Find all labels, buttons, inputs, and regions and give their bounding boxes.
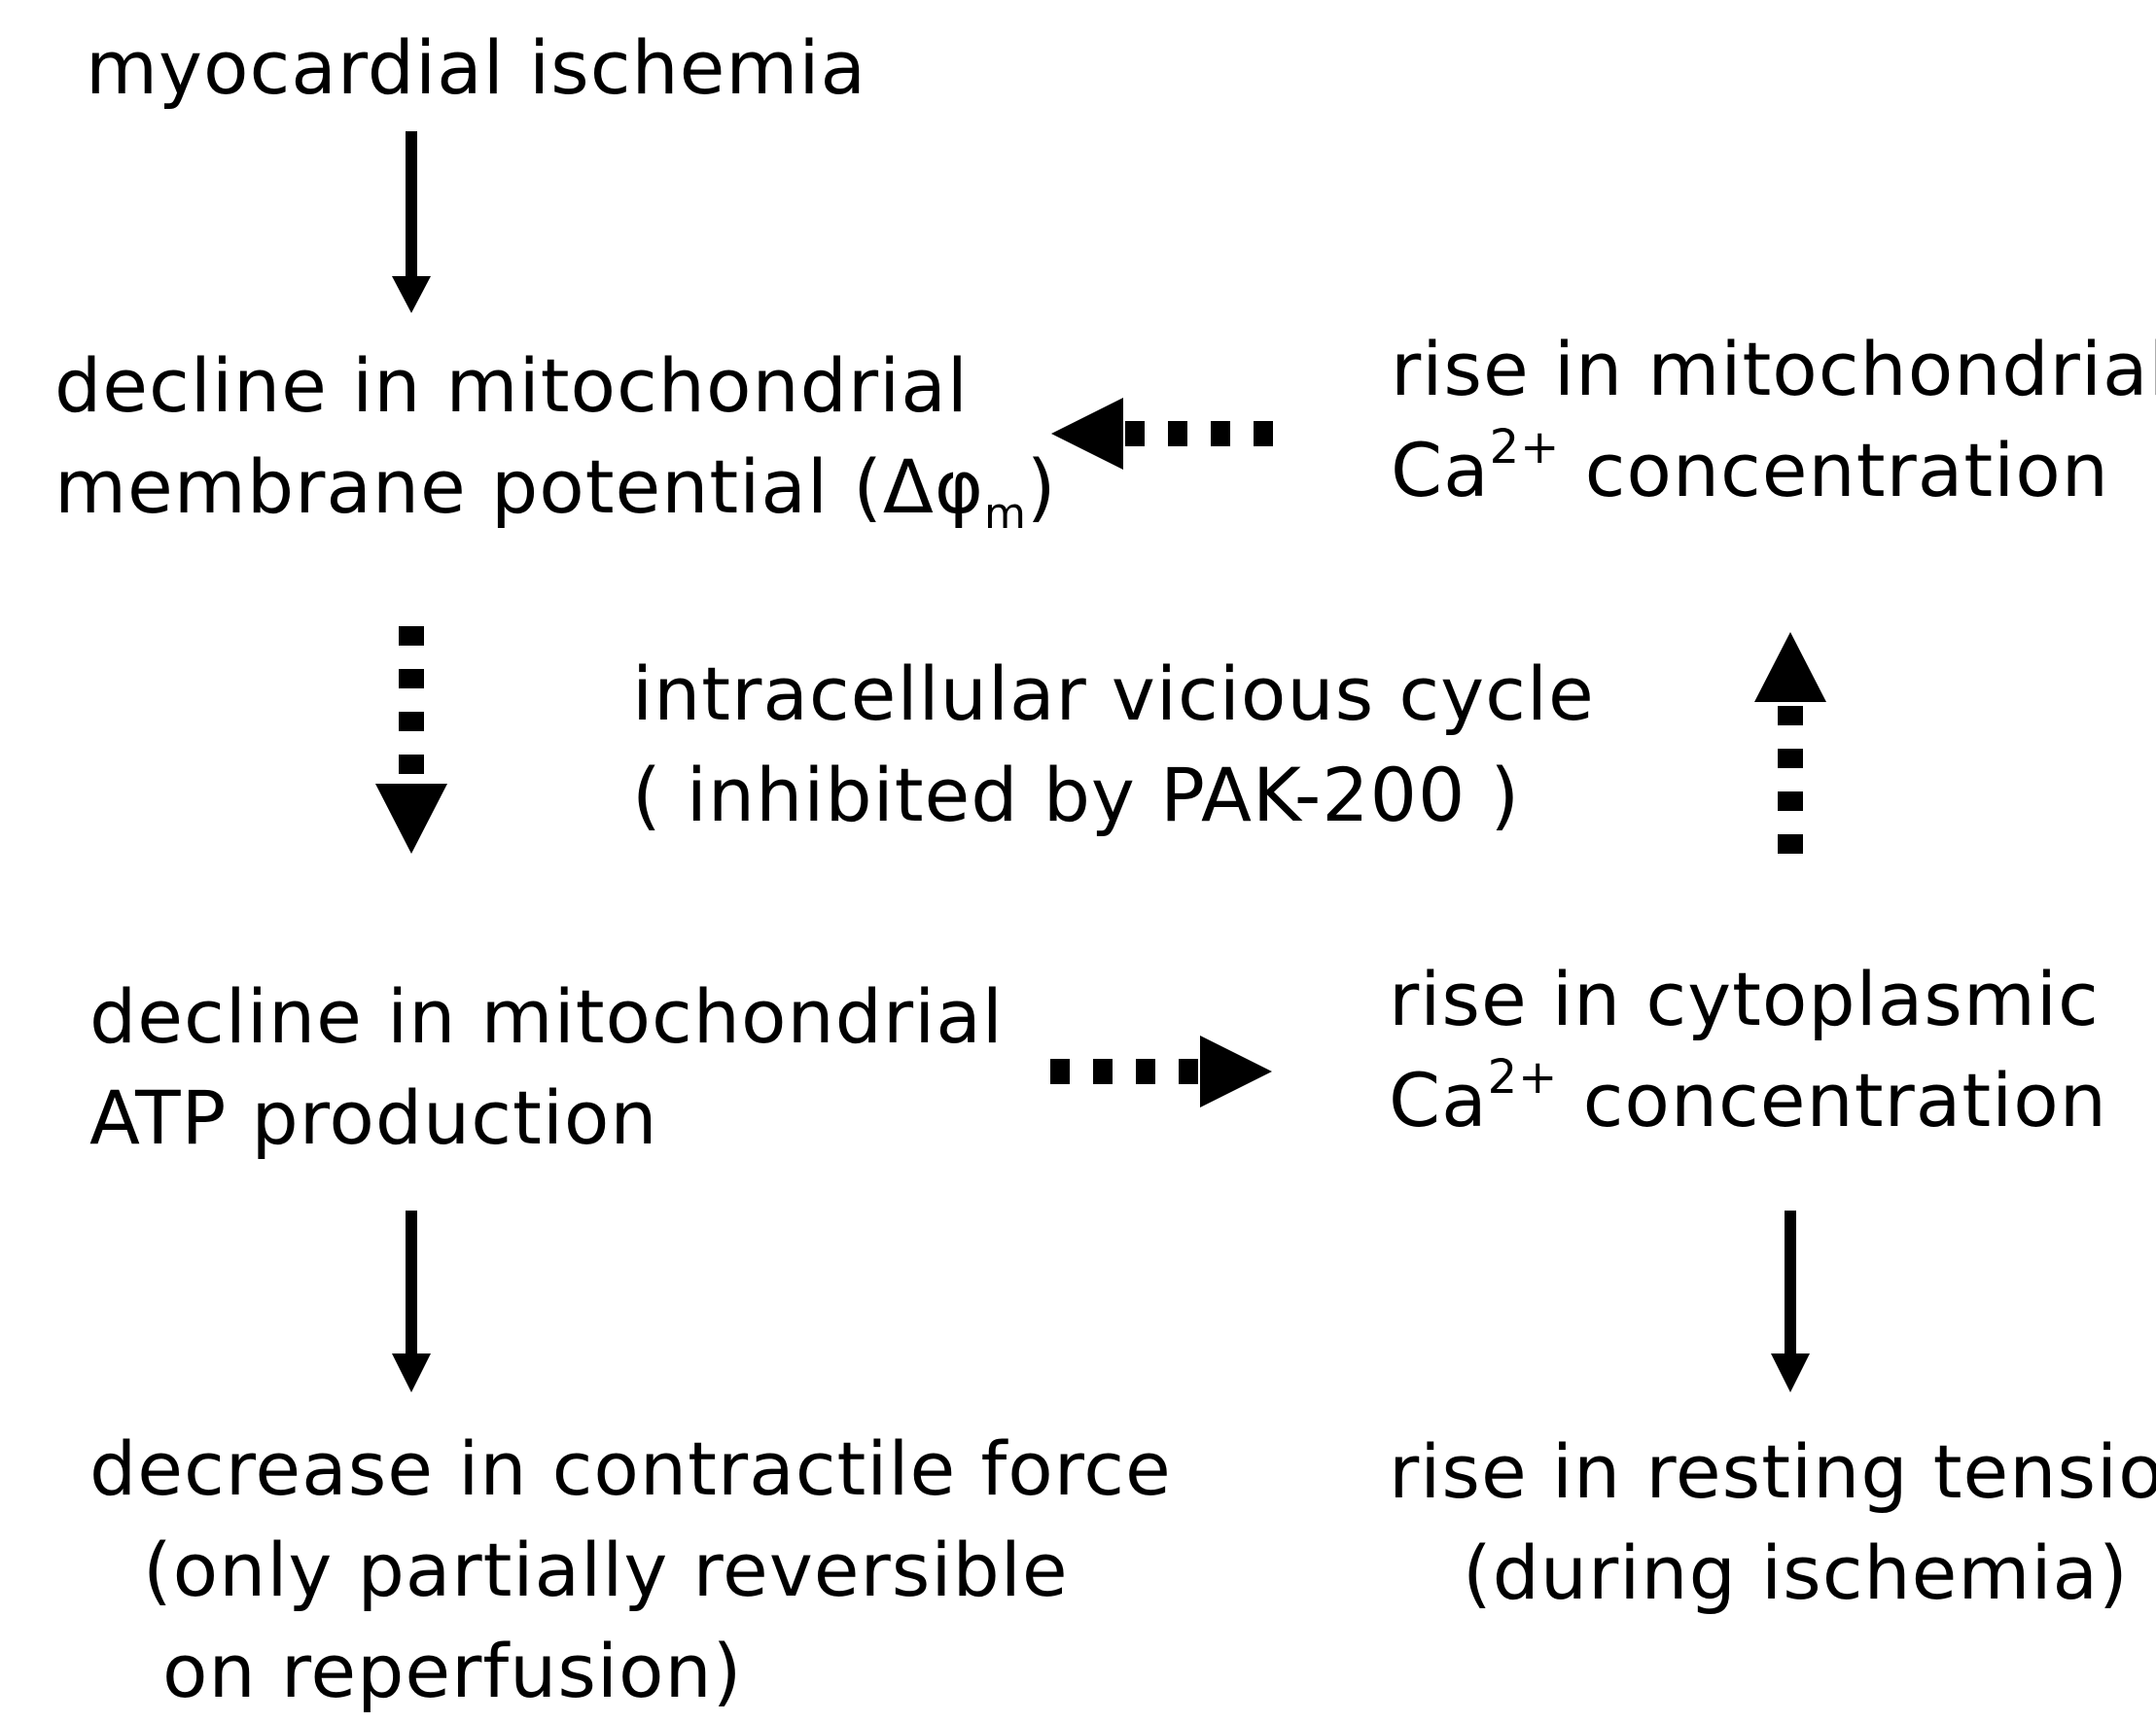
node-myocardial-ischemia: myocardial ischemia	[86, 18, 866, 119]
node-contractile-line2: (only partially reversible	[143, 1527, 1069, 1613]
ca-symbol: Ca	[1389, 1057, 1488, 1143]
node-cytoplasmic-ca: rise in cytoplasmic Ca2+ concentration	[1389, 949, 2107, 1151]
node-potential-line1: decline in mitochondrial	[54, 342, 969, 429]
delta-phi-subscript: m	[983, 489, 1027, 539]
node-tension-line1: rise in resting tension	[1389, 1428, 2156, 1515]
node-mito-ca-line1: rise in mitochondrial	[1391, 326, 2156, 412]
node-cyto-ca-line2: Ca2+ concentration	[1389, 1050, 2107, 1151]
node-mito-ca-line2: Ca2+ concentration	[1391, 420, 2156, 521]
arrow-atp-to-cyto-ca	[1050, 1036, 1272, 1107]
node-cyto-ca-line2-rest: concentration	[1558, 1057, 2107, 1143]
node-potential-line2: membrane potential (Δφm)	[54, 437, 1057, 538]
node-mito-ca-line2-rest: concentration	[1560, 427, 2109, 513]
node-mitochondrial-ca: rise in mitochondrial Ca2+ concentration	[1391, 319, 2156, 521]
node-tension-line2: (during ischemia)	[1463, 1529, 2129, 1616]
node-atp-line2: ATP production	[89, 1074, 658, 1161]
node-contractile-force: decrease in contractile force (only part…	[89, 1419, 1172, 1722]
node-membrane-potential: decline in mitochondrial membrane potent…	[54, 335, 1057, 538]
node-cycle-line2: ( inhibited by PAK-200 )	[632, 752, 1521, 838]
node-ischemia-line1: myocardial ischemia	[86, 24, 867, 111]
node-vicious-cycle: intracellular vicious cycle ( inhibited …	[632, 644, 1595, 846]
arrow-cyto-ca-to-mito-ca	[1754, 632, 1826, 854]
node-cycle-line1: intracellular vicious cycle	[632, 650, 1595, 737]
node-contractile-line1: decrease in contractile force	[89, 1425, 1172, 1512]
arrow-atp-to-contractile	[392, 1211, 431, 1392]
node-contractile-line3: on reperfusion)	[162, 1628, 743, 1714]
node-atp-production: decline in mitochondrial ATP production	[89, 966, 1004, 1169]
arrow-potential-to-atp	[375, 626, 447, 854]
node-potential-line2-close: )	[1026, 443, 1057, 530]
node-cyto-ca-line1: rise in cytoplasmic	[1389, 956, 2100, 1042]
arrow-mito-ca-to-potential	[1051, 398, 1273, 470]
ca-charge-superscript: 2+	[1487, 1050, 1559, 1105]
arrow-ischemia-to-potential	[392, 131, 431, 313]
node-potential-line2-text: membrane potential (	[54, 443, 883, 530]
ca-symbol: Ca	[1391, 427, 1490, 513]
node-resting-tension: rise in resting tension (during ischemia…	[1389, 1422, 2156, 1624]
delta-phi-symbol: Δφ	[882, 443, 984, 530]
ca-charge-superscript: 2+	[1489, 420, 1561, 474]
node-atp-line1: decline in mitochondrial	[89, 973, 1004, 1060]
arrow-cyto-ca-to-tension	[1771, 1211, 1810, 1392]
